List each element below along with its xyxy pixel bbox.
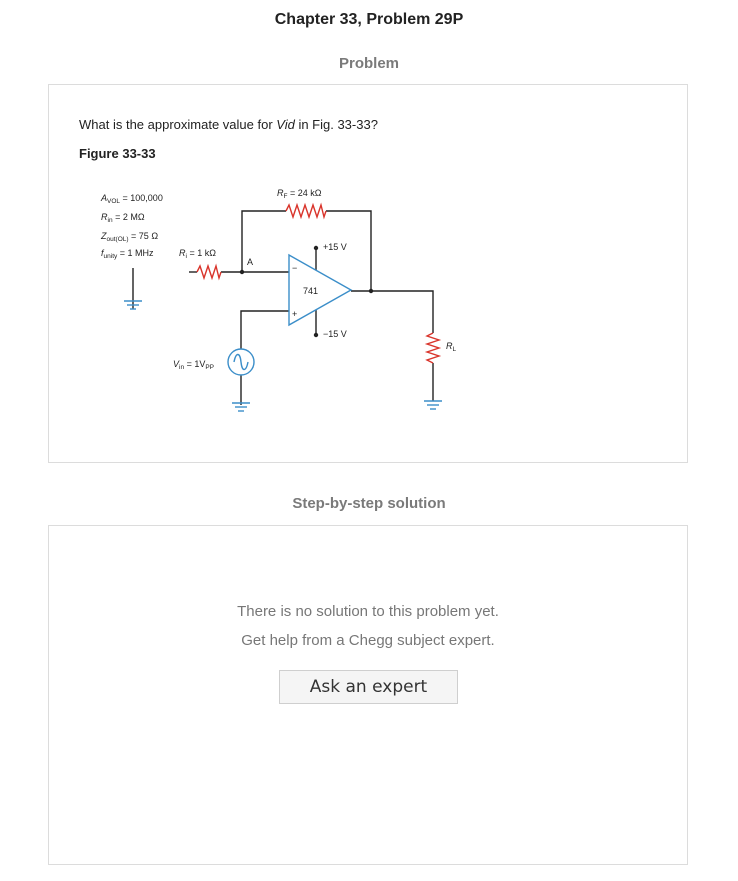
vminus-label: −15 V — [323, 329, 347, 339]
no-solution-message: There is no solution to this problem yet… — [237, 603, 499, 620]
problem-card: What is the approximate value for Vid in… — [48, 84, 688, 463]
question-variable: Vid — [276, 117, 295, 132]
spec-zout: Zout(OL) = 75 Ω — [100, 231, 158, 243]
ground-left-icon — [124, 300, 142, 310]
output-dot — [368, 288, 374, 294]
vminus-dot — [313, 332, 319, 338]
chapter-title: Chapter 33, Problem 29P — [274, 11, 464, 28]
ground-source-icon — [232, 402, 250, 412]
question-prefix: What is the approximate value for — [79, 117, 277, 132]
node-a-dot — [239, 269, 245, 275]
noninverting-sign: + — [292, 309, 297, 319]
problem-heading: Problem — [338, 55, 399, 72]
solution-card: There is no solution to this problem yet… — [48, 525, 688, 865]
rf-wire-left — [241, 210, 286, 272]
node-a-label: A — [247, 257, 253, 267]
rl-resistor — [424, 332, 442, 364]
rf-label: RF = 24 kΩ — [277, 188, 322, 200]
ri-resistor — [196, 263, 222, 281]
question-suffix: in Fig. 33-33? — [294, 117, 378, 132]
rf-wire-right — [326, 210, 372, 291]
rf-resistor — [285, 202, 327, 220]
solution-heading: Step-by-step solution — [292, 495, 446, 512]
ask-expert-button[interactable]: Ask an expert — [279, 670, 458, 704]
output-wire — [351, 290, 434, 333]
vin-label: Vin = 1VPP — [173, 359, 214, 371]
vplus-dot — [313, 245, 319, 251]
opamp-triangle — [288, 253, 353, 327]
problem-question: What is the approximate value for Vid in… — [79, 117, 378, 132]
circuit-diagram: AVOL = 100,000 Rin = 2 MΩ Zout(OL) = 75 … — [100, 188, 457, 412]
figure-label: Figure 33-33 — [79, 146, 156, 161]
expert-help-message: Get help from a Chegg subject expert. — [241, 632, 495, 649]
ground-load-icon — [424, 400, 442, 410]
spec-funity: funity = 1 MHz — [101, 248, 154, 260]
ac-source-wave — [233, 353, 249, 371]
spec-rin: Rin = 2 MΩ — [101, 212, 145, 224]
spec-avol: AVOL = 100,000 — [100, 193, 163, 205]
noninv-wire — [240, 310, 289, 349]
rl-label: RL — [446, 341, 457, 353]
ri-label: Ri = 1 kΩ — [179, 248, 216, 260]
inverting-sign: − — [292, 263, 297, 273]
vplus-label: +15 V — [323, 242, 347, 252]
opamp-label: 741 — [303, 286, 318, 296]
